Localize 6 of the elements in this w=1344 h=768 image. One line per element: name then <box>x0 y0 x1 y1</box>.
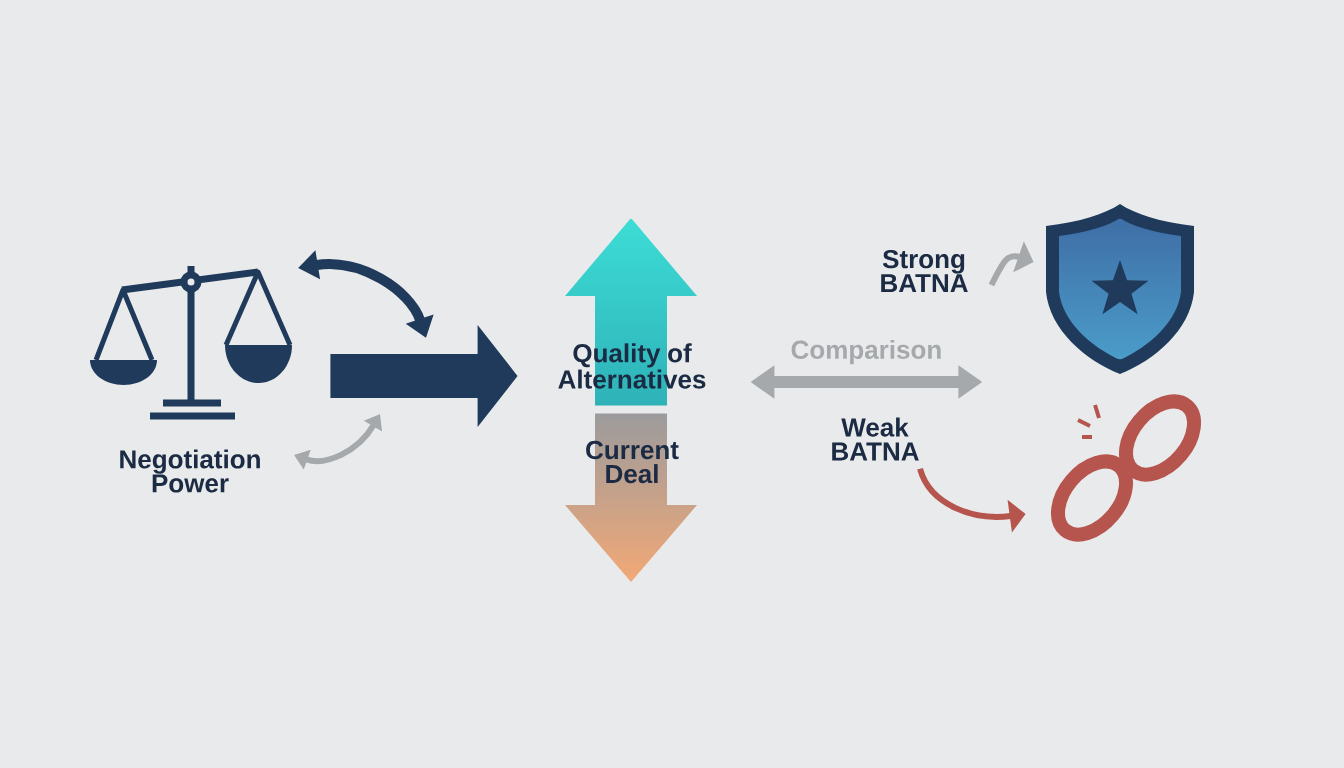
broken-chain-drawing <box>1051 394 1201 542</box>
shield-drawing <box>1046 204 1194 374</box>
edge-label: Comparison <box>791 339 941 365</box>
node-label: Negotiation Power <box>120 449 260 493</box>
node-label: Strong BATNA <box>881 249 968 293</box>
node-label: Weak BATNA <box>832 417 919 461</box>
